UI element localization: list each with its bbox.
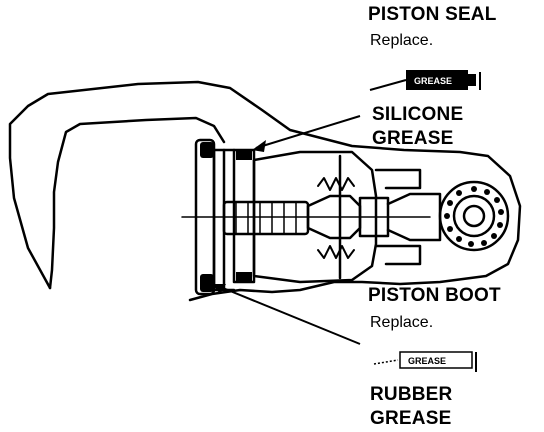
- boot-grease-marks: [200, 142, 252, 292]
- arrowhead-piston-boot: [212, 284, 226, 294]
- silicone-grease-tube-icon: GREASE: [369, 70, 481, 91]
- arrowhead-piston-seal: [252, 140, 266, 152]
- piston-seal-note: Replace.: [370, 32, 434, 49]
- silicone-grease-label-line1: SILICONE: [372, 104, 464, 125]
- rubber-grease-label-line1: RUBBER: [370, 384, 453, 405]
- spring-upper: [317, 177, 355, 191]
- leader-piston-boot: [217, 285, 361, 345]
- rubber-tube-label: GREASE: [408, 356, 446, 366]
- spring-lower: [317, 245, 355, 259]
- silicone-grease-label-line2: GREASE: [372, 128, 454, 149]
- needle-bearing-outer: [438, 180, 510, 252]
- caliper-body: [8, 80, 522, 302]
- piston-seal-ring: [232, 148, 256, 284]
- leader-silicone-grease: [258, 126, 362, 150]
- rubber-grease-label-line2: GREASE: [370, 408, 452, 429]
- needle-bearing-inner: [452, 194, 496, 238]
- caliper-inner-edge: [48, 116, 226, 290]
- cam-lever-upper: [374, 168, 422, 190]
- silicone-tube-label: GREASE: [414, 76, 452, 86]
- lever-shaft: [462, 204, 486, 228]
- piston-boot-note: Replace.: [370, 314, 434, 331]
- rubber-grease-tube-icon: GREASE: [373, 351, 477, 372]
- adjuster-threads: [235, 201, 297, 235]
- cam-lever-lower: [374, 244, 422, 266]
- piston-body: [252, 150, 378, 284]
- piston-boot-title: PISTON BOOT: [368, 285, 501, 306]
- piston-seal-title: PISTON SEAL: [368, 4, 497, 25]
- needle-rollers: [444, 186, 504, 247]
- spring-cup: [358, 196, 390, 238]
- leader-piston-seal: [255, 115, 361, 149]
- piston-boot-inner: [212, 148, 226, 292]
